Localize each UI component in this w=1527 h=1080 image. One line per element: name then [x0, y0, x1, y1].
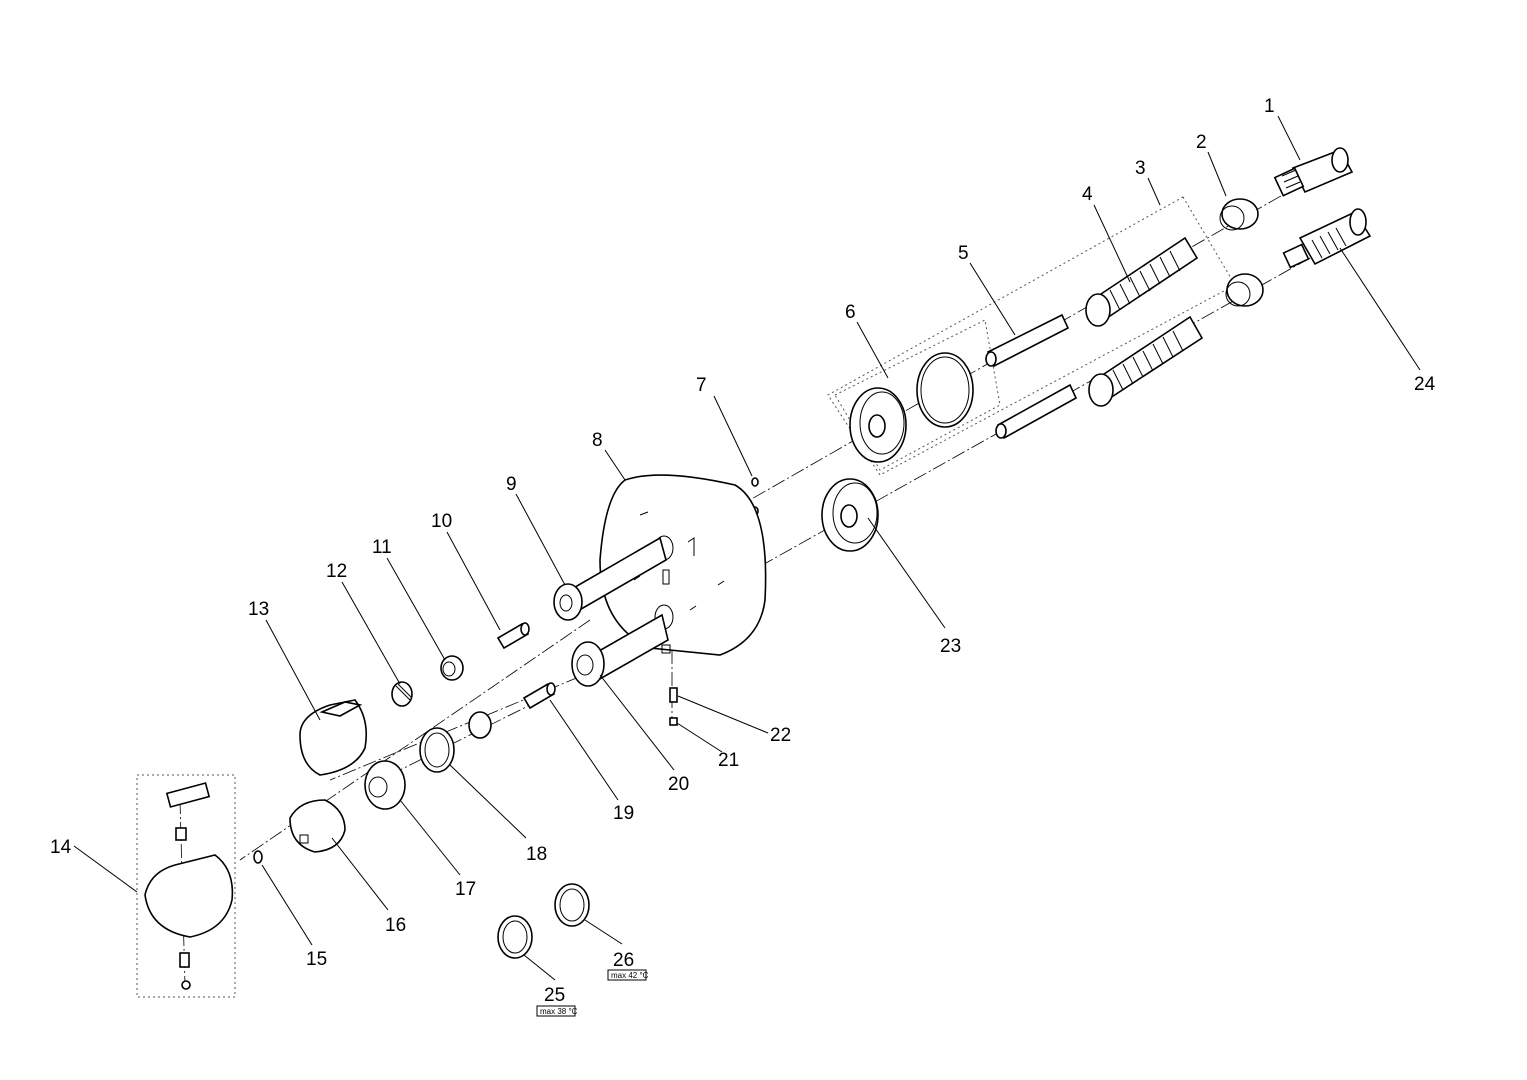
part-handle-13	[299, 699, 368, 776]
callout-26: 26	[613, 950, 634, 971]
callout-22: 22	[770, 725, 791, 746]
frame-3	[827, 196, 1236, 476]
temp-label-25: max 38 °C	[540, 1007, 578, 1016]
temperature-labels: max 38 °C max 42 °C	[536, 969, 649, 1017]
callout-20: 20	[668, 774, 689, 795]
part-washer-15	[253, 850, 263, 864]
callout-23: 23	[940, 636, 961, 657]
callout-21: 21	[718, 750, 739, 771]
part-cover-plate-8	[599, 474, 767, 656]
callout-10: 10	[431, 511, 452, 532]
part-spindle-19	[522, 682, 556, 710]
group-frames	[136, 196, 1236, 998]
part-rosette-23	[821, 478, 879, 552]
callout-7: 7	[696, 375, 707, 396]
part-adapter-12	[391, 681, 413, 707]
frame-6	[834, 319, 1001, 471]
leader-lines	[73, 115, 1421, 981]
callout-15: 15	[306, 949, 327, 970]
part-screw-21	[669, 717, 678, 726]
part-pipe-5	[985, 313, 1078, 440]
callout-9: 9	[506, 474, 517, 495]
part-sleeve-20	[571, 613, 669, 687]
callout-12: 12	[326, 561, 347, 582]
temp-label-26: max 42 °C	[611, 971, 649, 980]
callout-17: 17	[455, 879, 476, 900]
callout-24: 24	[1414, 374, 1436, 395]
callout-8: 8	[592, 430, 603, 451]
part-spindle-10	[496, 622, 530, 650]
part-housing-16	[289, 799, 346, 853]
callout-2: 2	[1196, 132, 1207, 153]
callout-25: 25	[544, 985, 565, 1006]
callout-labels: 1 2 3 4 5 6 7 8 9 10 11 12 13 14 15 16 1…	[50, 96, 1436, 1006]
part-nut-2	[1219, 198, 1264, 307]
part-limit-ring-26	[554, 883, 590, 927]
part-knob-14	[144, 782, 234, 990]
part-limit-ring-25	[497, 915, 533, 959]
part-dial-ring-17	[364, 760, 406, 810]
part-pin-22	[669, 687, 678, 703]
callout-13: 13	[248, 599, 269, 620]
callout-1: 1	[1264, 96, 1275, 117]
callout-3: 3	[1135, 158, 1146, 179]
callout-19: 19	[613, 803, 634, 824]
callout-11: 11	[372, 537, 392, 558]
part-cartridge-24	[1282, 208, 1372, 269]
part-bushing-11	[440, 655, 464, 681]
callout-5: 5	[958, 243, 969, 264]
part-rosette-6	[849, 352, 974, 463]
part-sleeve-9	[553, 536, 667, 621]
part-corrugated-tube-4	[1085, 236, 1204, 407]
callout-14: 14	[50, 837, 72, 858]
callout-6: 6	[845, 302, 856, 323]
callout-18: 18	[526, 844, 547, 865]
part-cartridge-1	[1273, 147, 1354, 197]
callout-16: 16	[385, 915, 406, 936]
part-stop-ring-18	[419, 711, 492, 773]
callout-4: 4	[1082, 184, 1093, 205]
